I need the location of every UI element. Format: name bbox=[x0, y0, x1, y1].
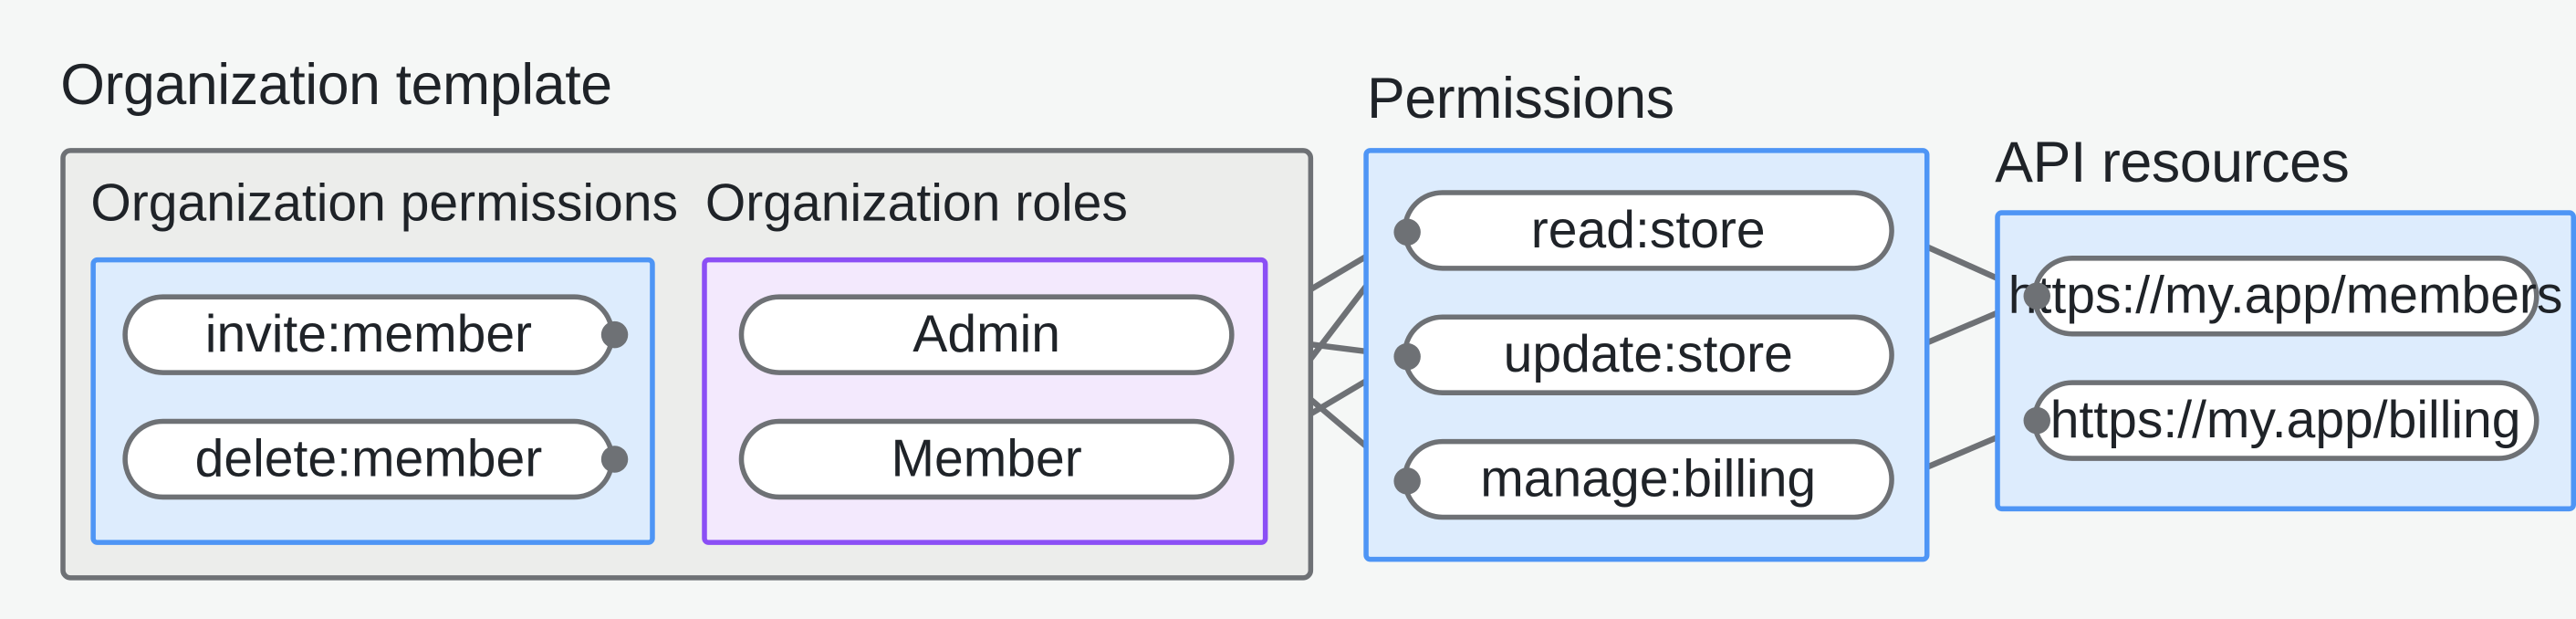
node-read-store[interactable]: read:store bbox=[1402, 190, 1894, 271]
node-update-store-label: update:store bbox=[1503, 324, 1793, 384]
node-members-url[interactable]: https://my.app/members bbox=[2008, 256, 2562, 337]
node-manage-billing-label: manage:billing bbox=[1480, 448, 1817, 509]
group-label-api-resources: API resources bbox=[1995, 131, 2350, 195]
node-member-label: Member bbox=[891, 428, 1082, 488]
node-manage-billing[interactable]: manage:billing bbox=[1402, 438, 1894, 520]
node-member[interactable]: Member bbox=[738, 418, 1235, 500]
subgroup-label-organization-roles: Organization roles bbox=[704, 173, 1128, 233]
port-manage-billing-in bbox=[1393, 467, 1421, 495]
node-update-store[interactable]: update:store bbox=[1402, 314, 1894, 395]
node-read-store-label: read:store bbox=[1530, 200, 1766, 259]
port-invite-member-out bbox=[600, 320, 629, 349]
node-invite-member-label: invite:member bbox=[204, 304, 533, 363]
node-invite-member[interactable]: invite:member bbox=[122, 294, 615, 375]
port-members-url-in bbox=[2023, 282, 2050, 310]
node-billing-url[interactable]: https://my.app/billing bbox=[2031, 380, 2539, 461]
node-admin-label: Admin bbox=[913, 304, 1061, 363]
group-label-organization-template: Organization template bbox=[60, 53, 612, 118]
node-billing-url-label: https://my.app/billing bbox=[2049, 390, 2521, 449]
port-billing-url-in bbox=[2023, 406, 2050, 435]
group-label-permissions: Permissions bbox=[1366, 67, 1674, 131]
port-update-store-in bbox=[1393, 342, 1421, 371]
node-delete-member[interactable]: delete:member bbox=[122, 418, 615, 500]
node-delete-member-label: delete:member bbox=[194, 428, 543, 488]
port-delete-member-out bbox=[600, 446, 629, 473]
node-members-url-label: https://my.app/members bbox=[2008, 266, 2563, 325]
port-read-store-in bbox=[1393, 218, 1421, 246]
node-admin[interactable]: Admin bbox=[738, 294, 1235, 375]
subgroup-label-organization-permissions: Organization permissions bbox=[90, 173, 679, 233]
